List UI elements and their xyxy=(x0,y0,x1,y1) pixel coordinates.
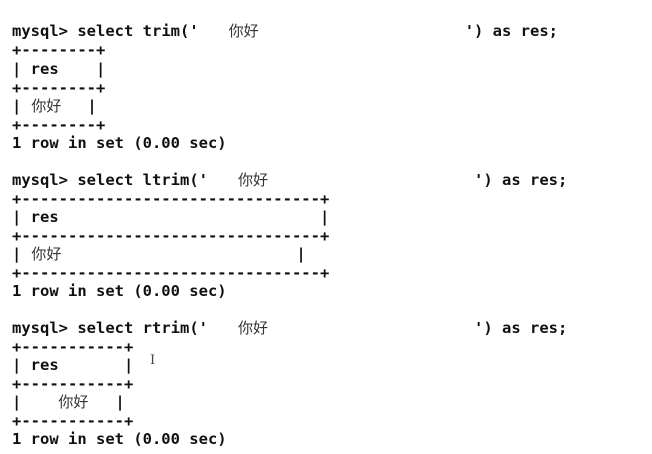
table-border: +-----------+ xyxy=(12,338,134,356)
result-value: 你好 xyxy=(31,245,62,263)
query-value: 你好 xyxy=(238,171,269,189)
prompt: mysql> xyxy=(12,171,68,189)
query-line-ltrim: mysql> select ltrim(' 你好 ') as res; xyxy=(12,171,567,189)
status-line: 1 row in set (0.00 sec) xyxy=(12,282,227,300)
table-header: | res | xyxy=(12,208,330,226)
query-value: 你好 xyxy=(238,319,269,337)
table-header: | res | xyxy=(12,356,134,374)
table-row: |你好| xyxy=(12,393,125,411)
query-line-rtrim: mysql> select rtrim(' 你好 ') as res; xyxy=(12,319,567,337)
table-border: +--------------------------------+ xyxy=(12,190,330,208)
prompt: mysql> xyxy=(12,22,68,40)
query-value: 你好 xyxy=(228,22,259,40)
text-cursor-icon: I xyxy=(150,353,156,368)
prompt: mysql> xyxy=(12,319,68,337)
result-value: 你好 xyxy=(31,97,62,115)
table-border: +-----------+ xyxy=(12,375,134,393)
table-border: +--------+ xyxy=(12,116,106,134)
query-suffix: ') as res; xyxy=(464,22,559,40)
table-row: |你好| xyxy=(12,245,306,263)
query-text: select rtrim(' xyxy=(77,319,208,337)
table-border: +--------+ xyxy=(12,79,106,97)
table-row: |你好| xyxy=(12,97,97,115)
query-suffix: ') as res; xyxy=(474,319,568,337)
query-text: select trim(' xyxy=(77,22,199,40)
status-line: 1 row in set (0.00 sec) xyxy=(12,134,227,152)
table-border: +--------------------------------+ xyxy=(12,264,330,282)
table-header: | res | xyxy=(12,60,106,78)
status-line: 1 row in set (0.00 sec) xyxy=(12,430,227,448)
query-suffix: ') as res; xyxy=(474,171,568,189)
table-border: +-----------+ xyxy=(12,412,134,430)
table-border: +--------------------------------+ xyxy=(12,227,330,245)
query-text: select ltrim(' xyxy=(77,171,208,189)
result-value: 你好 xyxy=(58,393,89,411)
table-border: +--------+ xyxy=(12,41,106,59)
query-line-trim: mysql> select trim(' 你好 ') as res; xyxy=(12,22,558,40)
